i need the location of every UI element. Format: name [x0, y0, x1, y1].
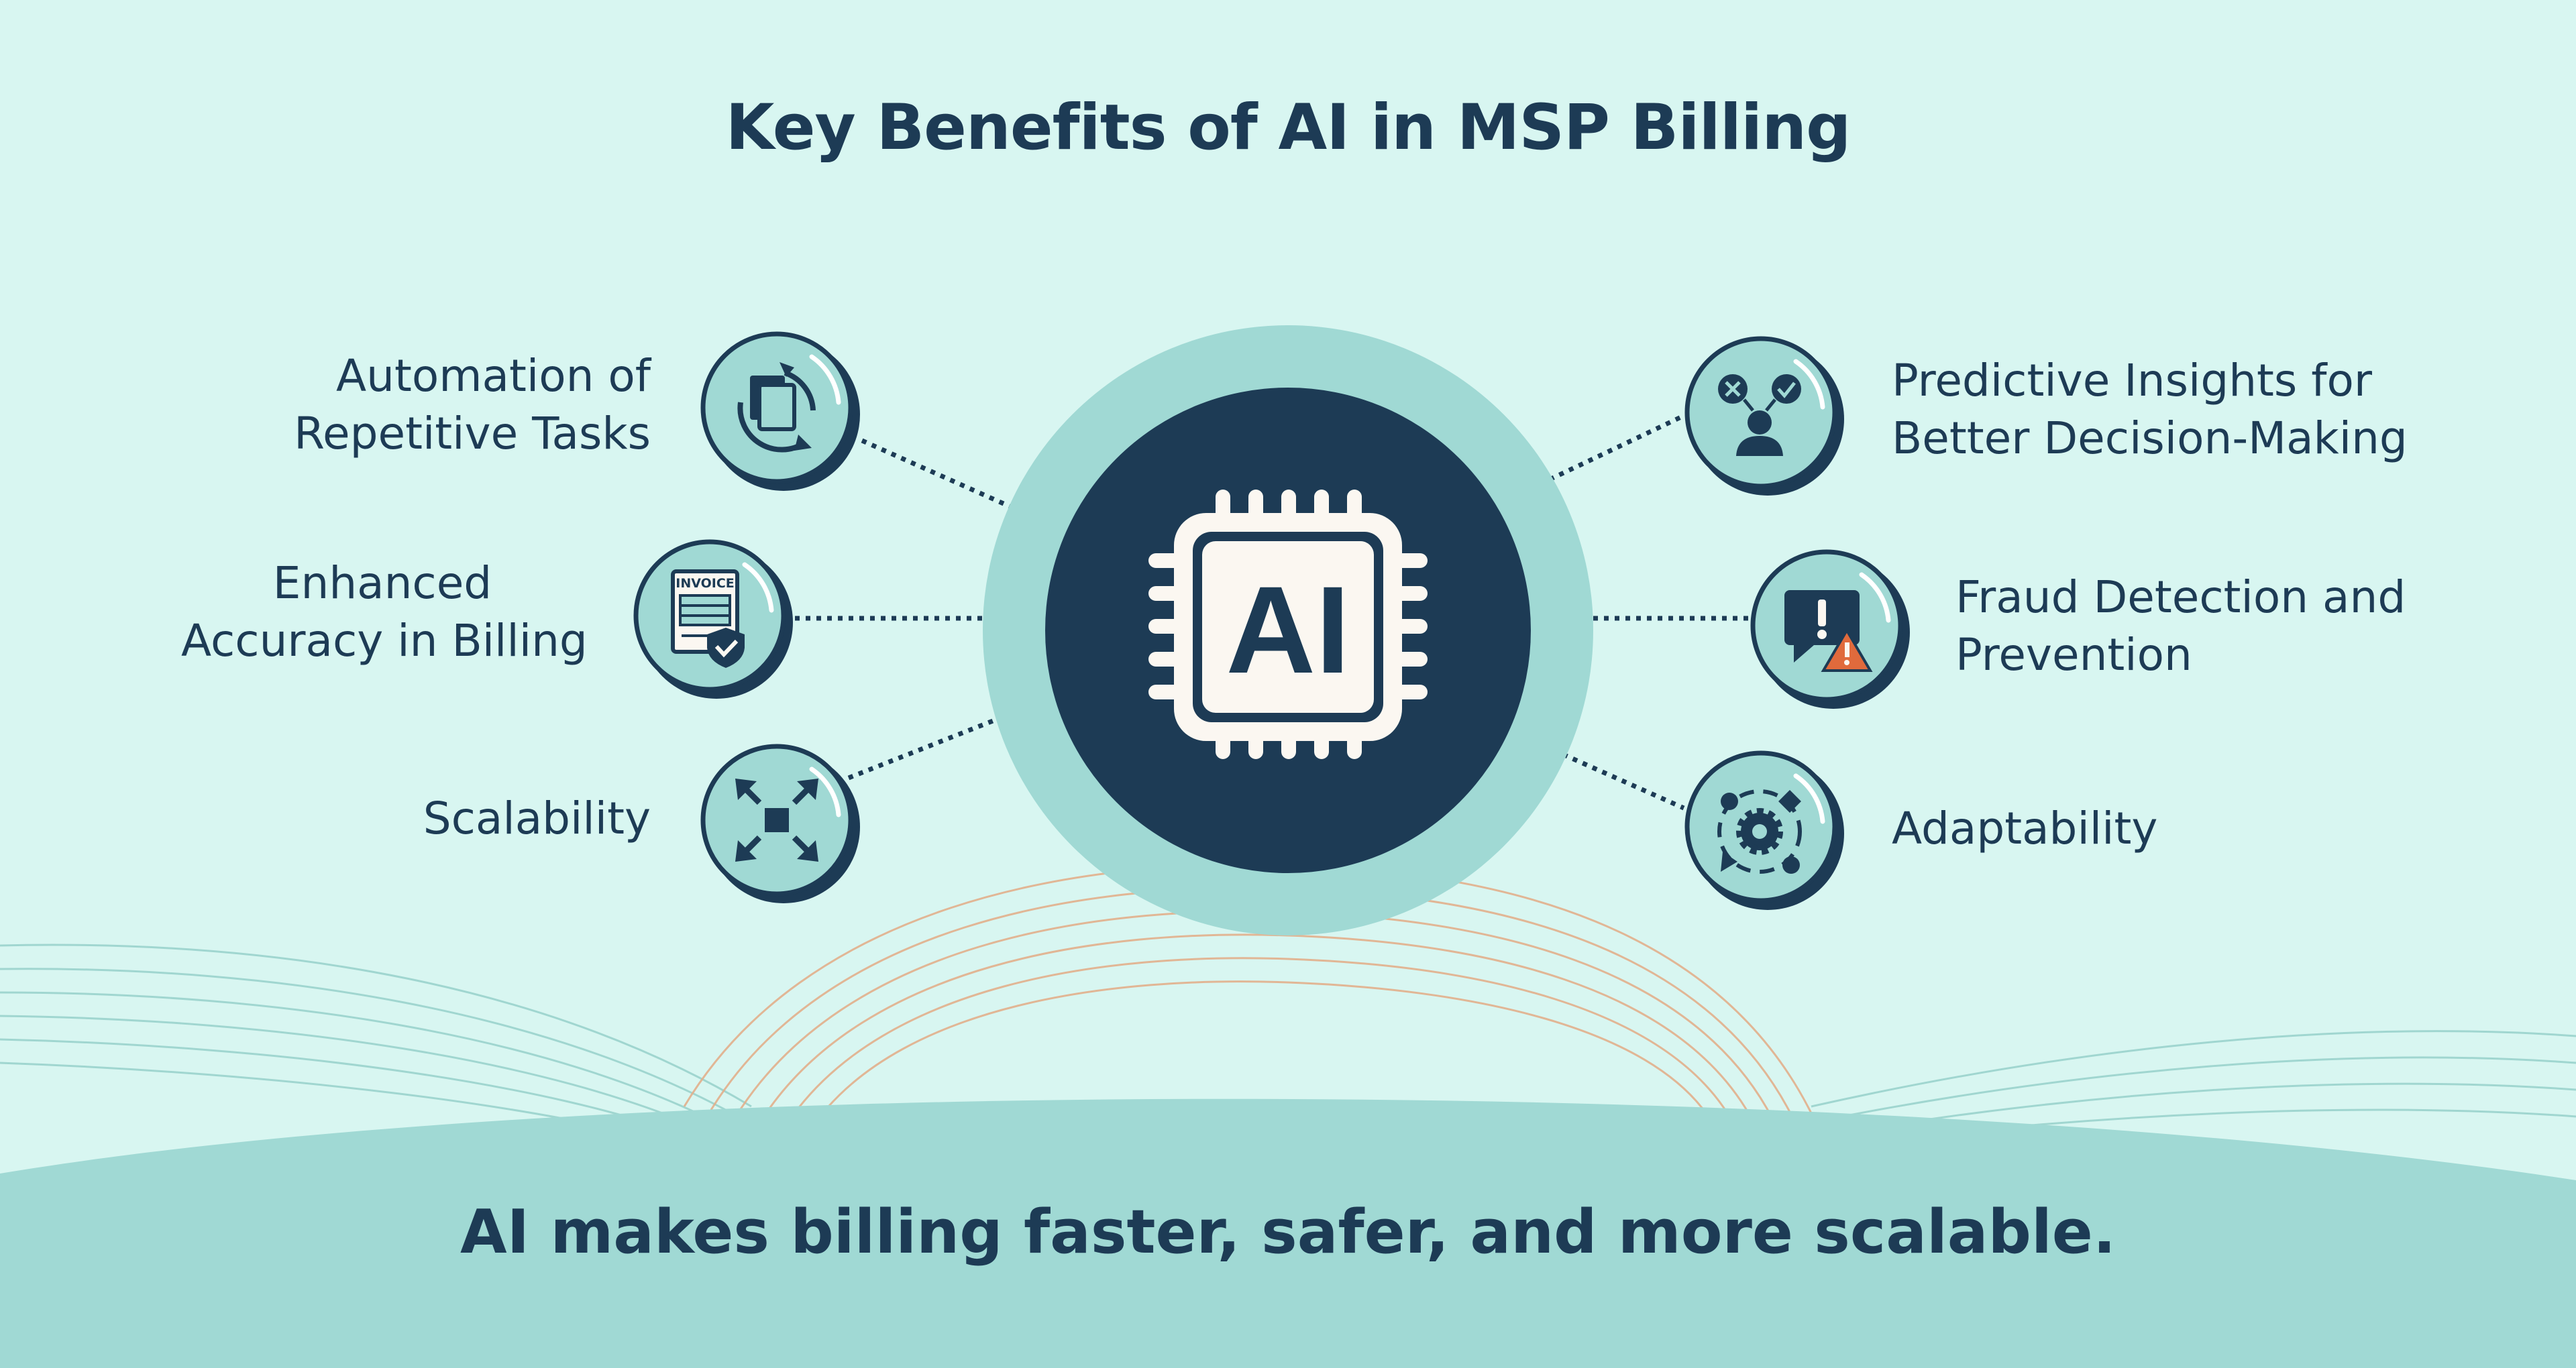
- benefit-accuracy-label: Enhanced Accuracy in Billing: [181, 557, 588, 667]
- ai-chip-icon: [1148, 490, 1428, 759]
- alert-warning-icon: [1784, 590, 1873, 672]
- adaptive-gear-icon: [1717, 789, 1802, 874]
- footer-tagline: AI makes billing faster, safer, and more…: [460, 1197, 2116, 1267]
- benefit-fraud-label: Fraud Detection and Prevention: [1955, 571, 2406, 681]
- benefit-fraud-icon-circle: [1750, 549, 1910, 709]
- benefit-scalability-icon-circle: [700, 744, 860, 903]
- documents-cycle-icon: [737, 362, 816, 453]
- benefit-automation-label: Automation of Repetitive Tasks: [294, 350, 651, 459]
- benefit-accuracy-icon-circle: INVOICE: [633, 539, 793, 699]
- chip-text: AI: [1226, 561, 1350, 699]
- benefit-predictive-icon-circle: [1684, 336, 1844, 496]
- benefit-predictive-label: Predictive Insights for Better Decision-…: [1892, 355, 2408, 464]
- benefit-automation-icon-circle: [700, 331, 860, 491]
- invoice-label: INVOICE: [676, 576, 735, 591]
- benefit-scalability-label: Scalability: [423, 793, 651, 844]
- benefit-adaptability-icon-circle: [1684, 750, 1844, 910]
- page-title: Key Benefits of AI in MSP Billing: [725, 91, 1851, 164]
- invoice-shield-icon: INVOICE: [671, 569, 745, 668]
- connector-lines: [795, 413, 1751, 811]
- benefit-adaptability-label: Adaptability: [1892, 803, 2158, 854]
- expand-arrows-icon: [735, 779, 818, 862]
- ai-hub: AI: [983, 325, 1593, 935]
- bottom-hill: [0, 1098, 2576, 1368]
- decision-person-icon: [1718, 374, 1801, 456]
